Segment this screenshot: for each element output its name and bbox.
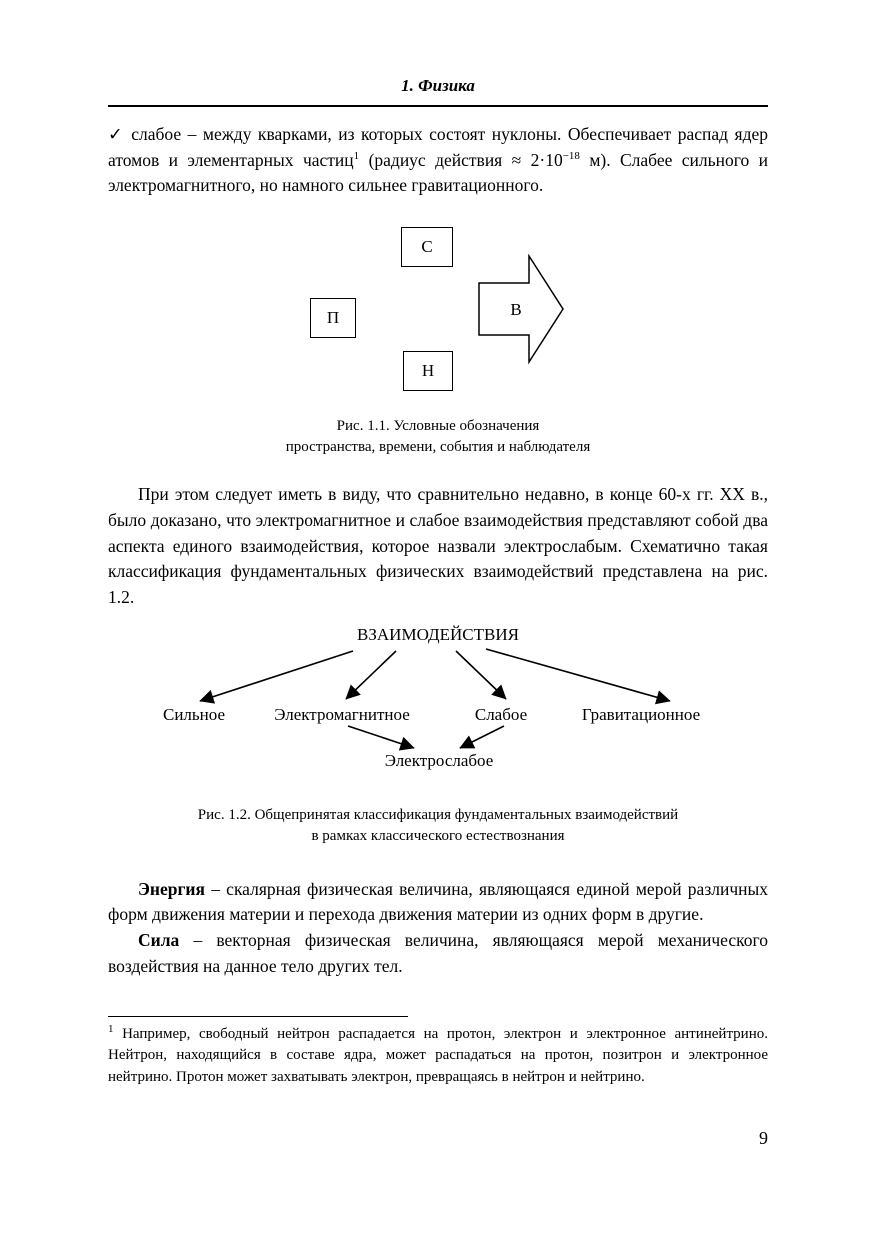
definition-force: – векторная физическая величина, являюща…: [108, 930, 768, 976]
tree-node-electromagnetic: Электромагнитное: [274, 704, 410, 724]
paragraph-electroweak: При этом следует иметь в виду, что сравн…: [108, 484, 768, 608]
check-icon: ✓: [108, 124, 125, 144]
paragraph-force: Сила – векторная физическая величина, яв…: [108, 928, 768, 979]
footnote-number: 1: [108, 1022, 114, 1035]
page-number: 9: [759, 1128, 768, 1148]
term-energy: Энергия: [138, 878, 205, 899]
caption-line: в рамках классического естествознания: [311, 827, 565, 844]
caption-line: Рис. 1.1. Условные обозначения: [336, 418, 540, 435]
tree-root-interactions: ВЗАИМОДЕЙСТВИЯ: [357, 624, 519, 644]
footnote-rule: [108, 1015, 408, 1017]
arrow-observer-label: В: [510, 300, 521, 319]
footnote: 1 Например, свободный нейтрон распадаетс…: [108, 1022, 768, 1089]
intro-text-2: (радиус действия ≈ 2·10: [359, 149, 563, 170]
term-force: Сила: [138, 930, 180, 951]
tree-node-electroweak: Электрослабое: [384, 750, 494, 770]
box-space: П: [310, 298, 356, 339]
arrow-weak-to-electroweak: [459, 725, 505, 749]
arrow-to-weak: [455, 650, 507, 700]
block-arrow-right: В: [478, 254, 564, 365]
arrow-to-gravitational: [485, 647, 671, 704]
arrow-to-strong: [199, 649, 354, 704]
figure-1-2-caption: Рис. 1.2. Общепринятая классификация фун…: [108, 805, 768, 847]
figure-1-2: ВЗАИМОДЕЙСТВИЯ Сильное Электромагнитное …: [108, 625, 768, 773]
block-arrow-shape: [478, 254, 564, 365]
intro-text-3: м). Слабее сильного и электромагнитного,…: [108, 149, 769, 196]
box-event-label: С: [421, 237, 433, 257]
caption-line: Рис. 1.2. Общепринятая классификация фун…: [197, 806, 679, 823]
box-time-label: Н: [421, 361, 435, 381]
caption-line: пространства, времени, события и наблюда…: [285, 439, 591, 456]
arrow-em-to-electroweak: [347, 724, 415, 751]
paragraph-energy: Энергия – скалярная физическая величина,…: [108, 877, 768, 928]
arrow-to-electromagnetic: [345, 650, 397, 700]
paragraph-weak-interaction: ✓ слабое – между кварками, из которых со…: [108, 122, 768, 199]
tree-node-gravitational: Гравитационное: [581, 704, 701, 724]
intro-text-1: слабое – между кварками, из которых сост…: [108, 124, 768, 170]
figure-1-1: С П Н В: [108, 227, 768, 392]
definition-energy: – скалярная физическая величина, являюща…: [108, 878, 768, 925]
figure-1-1-caption: Рис. 1.1. Условные обозначения пространс…: [108, 416, 768, 458]
tree-arrows: [199, 647, 671, 751]
tree-node-strong: Сильное: [162, 704, 226, 724]
tree-node-weak: Слабое: [474, 704, 528, 724]
header-rule: [108, 105, 768, 107]
box-event: С: [401, 227, 453, 268]
footnote-text: Например, свободный нейтрон распадается …: [108, 1025, 768, 1086]
footnote-marker: 1: [353, 149, 360, 162]
running-header: 1. Физика: [401, 76, 475, 95]
box-space-label: П: [326, 308, 340, 328]
box-time: Н: [403, 351, 453, 392]
exponent: −18: [562, 149, 580, 162]
